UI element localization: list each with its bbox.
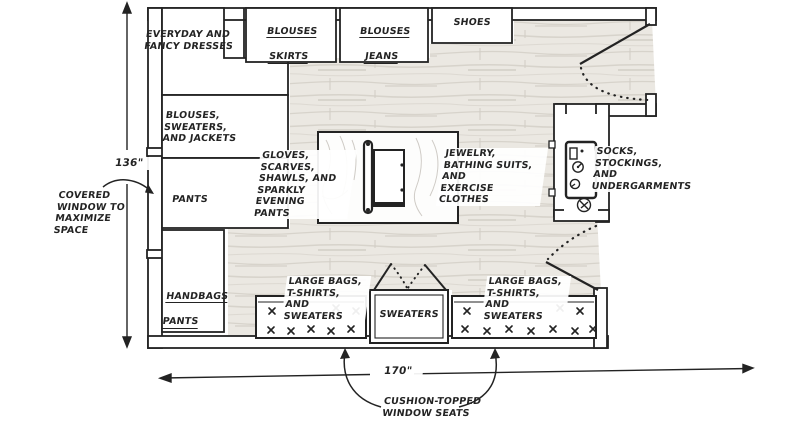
window-seat-left-label: LARGE BAGS, T-SHIRTS, AND SWEATERS [280,276,372,323]
vent-dial-icon [576,197,592,213]
pullout-bench [362,139,405,215]
doors [373,23,651,291]
wall-cap-top-right [645,7,657,26]
cushion-arrow-right [458,351,497,408]
switch-icon [569,147,578,160]
closet-blouses-skirts [245,7,337,63]
chest-door-left [373,263,392,291]
sweaters-chest-label: SWEATERS [378,309,440,320]
window-mullion-upper [146,147,164,157]
closet-blouses-skirts-label: BLOUSES SKIRTS [266,25,319,64]
closet-blouses-sweaters [161,94,289,159]
closet-blouses-jeans [339,7,429,63]
cushion-arrow-left [343,351,382,408]
covered-window-note: COVERED WINDOW TO MAXIMIZE SPACE [52,190,126,236]
chest-door-arc-left [390,263,408,289]
gloves-area-label: GLOVES, SCARVES, SHAWLS, AND SPARKLY EVE… [251,150,357,220]
cushion-seats-note: CUSHION-TOPPED WINDOW SEATS [381,396,482,419]
sweaters-chest [369,289,449,344]
arrowhead-right [742,363,755,374]
leader-arrows [102,179,500,408]
closet-blouses-sweaters-label: BLOUSES, SWEATERS, AND JACKETS [161,110,237,145]
closet-dresses-label: EVERYDAY AND FANCY DRESSES [143,29,234,52]
dimension-lines [121,1,755,383]
top-closet-row [245,7,513,63]
arrowhead-up [121,1,133,14]
wall-left [147,7,163,349]
side-door-leaf [545,261,599,291]
closet-pants-label: PANTS [171,194,209,205]
entry-door-leaf [579,23,651,65]
window-seat-right-label: LARGE BAGS, T-SHIRTS, AND SWEATERS [480,276,572,323]
closet-handbags-label: HANDBAGS PANTS [161,290,229,329]
socks-area-label: SOCKS, STOCKINGS, AND UNDERGARMENTS [588,146,694,193]
closet-handbags [161,229,225,333]
width-dimension-label: 170" [372,365,424,378]
jewelry-area-label: JEWELRY, BATHING SUITS, AND EXERCISE CLO… [435,148,549,206]
window-mullion-lower [146,249,164,259]
arrowhead-down [121,336,133,349]
height-dimension-label: 136" [105,157,153,170]
closet-blouses-jeans-label: BLOUSES JEANS [359,25,412,64]
entry-door-swing-arc [579,66,650,102]
closet-shoes-label: SHOES [452,17,492,28]
chest-door-right [424,264,447,291]
chest-door-arc-right [407,264,426,289]
alcove-wall-cap [645,93,657,117]
closet-shoes [431,7,513,44]
knob-dot [580,149,584,153]
hinge-upper [548,140,556,149]
dial-icon [569,161,584,190]
hinge-lower [548,188,556,197]
width-dimension-line [162,373,371,379]
arrowhead-left [157,372,172,383]
